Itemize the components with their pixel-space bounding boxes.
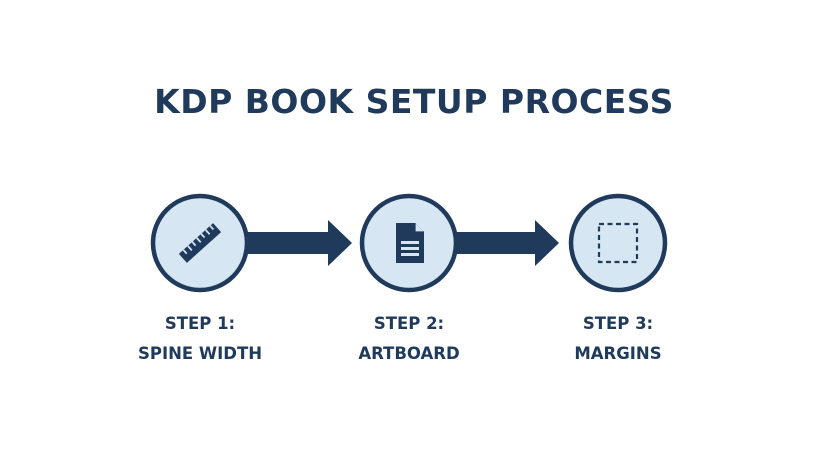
step-2-name: ARTBOARD — [358, 344, 460, 363]
step-2-node — [359, 193, 459, 293]
step-3-name: MARGINS — [574, 344, 662, 363]
step-1-number: STEP 1: — [164, 314, 236, 333]
step-2-number: STEP 2: — [373, 314, 445, 333]
step-3-number: STEP 3: — [582, 314, 654, 333]
step-3-label: STEP 3: MARGINS — [518, 309, 718, 369]
dashed-square-icon — [597, 222, 639, 264]
step-3-node — [568, 193, 668, 293]
step-2-label: STEP 2: ARTBOARD — [309, 309, 509, 369]
document-icon — [396, 223, 424, 263]
step-1-name: SPINE WIDTH — [137, 344, 263, 363]
diagram-title: KDP BOOK SETUP PROCESS — [154, 82, 674, 121]
step-1-label: STEP 1: SPINE WIDTH — [100, 309, 300, 369]
step-1-node — [150, 193, 250, 293]
ruler-icon — [178, 223, 222, 263]
arrow-step1-to-step2 — [246, 220, 352, 266]
arrow-step2-to-step3 — [455, 220, 559, 266]
